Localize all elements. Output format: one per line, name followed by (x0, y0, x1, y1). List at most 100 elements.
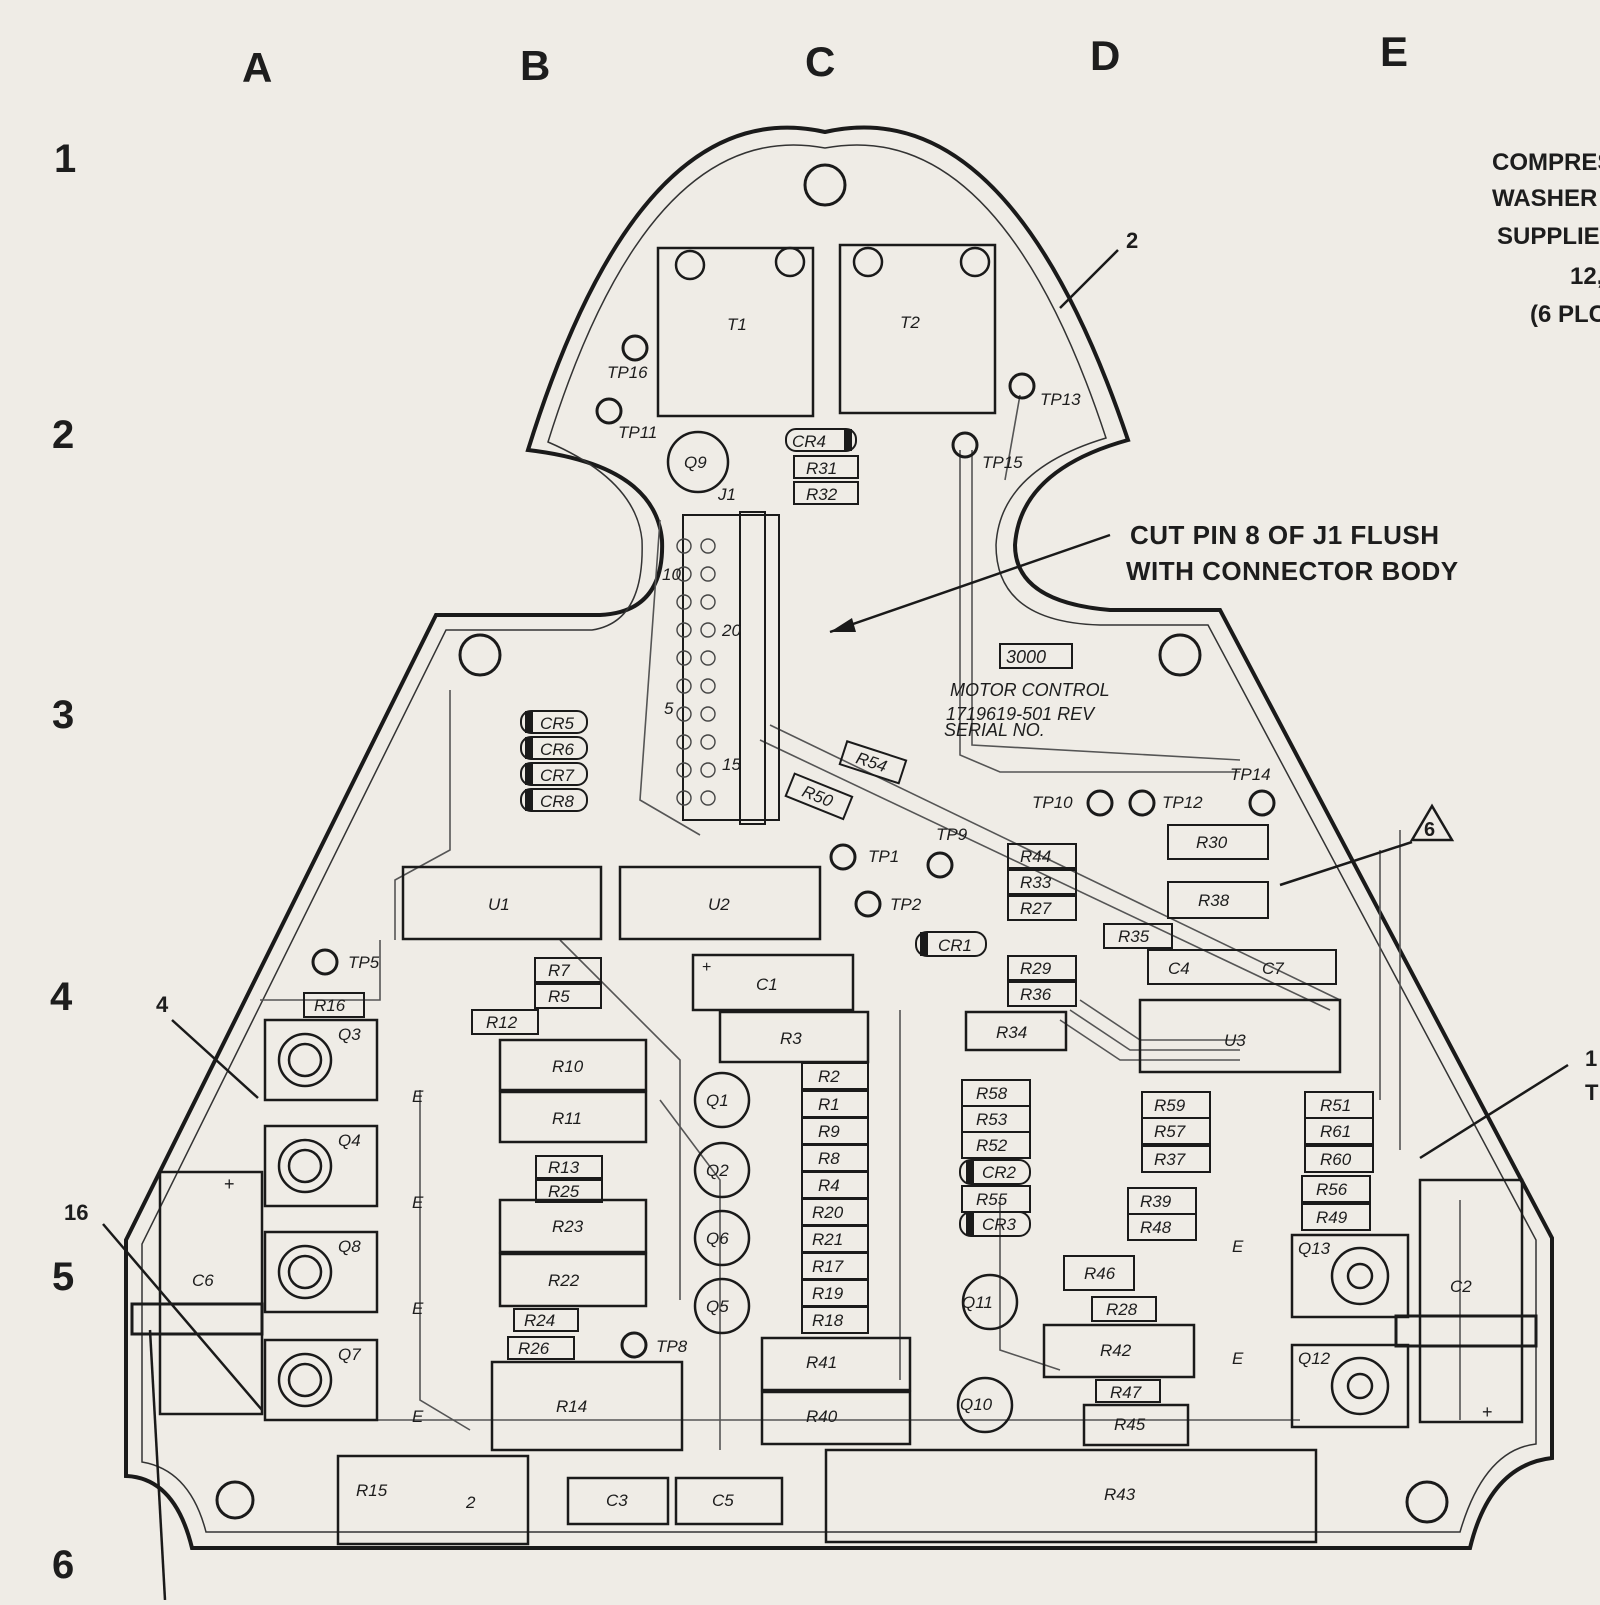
cut-pin-note-line-1: CUT PIN 8 OF J1 FLUSH (1130, 520, 1440, 550)
large-components (158, 953, 1524, 1546)
test-points (311, 334, 1276, 1359)
label-q8: Q8 (338, 1237, 361, 1256)
label-tp16: TP16 (607, 363, 648, 382)
label-r55: R55 (976, 1190, 1008, 1209)
label-r37: R37 (1154, 1150, 1186, 1169)
label-r34: R34 (996, 1023, 1027, 1042)
label-r25: R25 (548, 1182, 580, 1201)
label-c1: C1 (756, 975, 778, 994)
label-r38: R38 (1198, 891, 1230, 910)
label-q2: Q2 (706, 1161, 729, 1180)
label-r14: R14 (556, 1397, 587, 1416)
label-c3: C3 (606, 1491, 628, 1510)
label-tp11: TP11 (618, 423, 657, 442)
label-r32: R32 (806, 485, 838, 504)
cut-pin-arrowhead (830, 618, 856, 632)
label-r39: R39 (1140, 1192, 1172, 1211)
connector-j1 (682, 511, 780, 825)
label-r41: R41 (806, 1353, 837, 1372)
label-cr2: CR2 (982, 1163, 1017, 1182)
label-tp2: TP2 (890, 895, 922, 914)
c1-polarity: + (702, 959, 711, 976)
col-label-b: B (520, 42, 550, 89)
label-r27: R27 (1020, 899, 1052, 918)
label-q11: Q11 (962, 1293, 993, 1312)
flag-6-number: 6 (1424, 819, 1435, 841)
label-r22: R22 (548, 1271, 580, 1290)
flag-6-leader (1279, 840, 1413, 887)
label-r18: R18 (812, 1311, 844, 1330)
capacitor-pair-c4-c7 (1147, 949, 1337, 985)
label-r8: R8 (818, 1149, 840, 1168)
row-label-3: 3 (52, 693, 74, 737)
label-r28: R28 (1106, 1300, 1138, 1319)
label-r60: R60 (1320, 1150, 1352, 1169)
label-r57: R57 (1154, 1122, 1186, 1141)
label-r46: R46 (1084, 1264, 1116, 1283)
label-q4: Q4 (338, 1131, 361, 1150)
label-cr7: CR7 (540, 766, 575, 785)
col-label-c: C (805, 38, 835, 85)
label-r19: R19 (812, 1284, 844, 1303)
label-r48: R48 (1140, 1218, 1172, 1237)
flag-6-triangle (1409, 803, 1455, 842)
label-r4: R4 (818, 1176, 840, 1195)
label-tp8: TP8 (656, 1337, 688, 1356)
side-note-line-4: 12, (1570, 263, 1600, 290)
label-j1-pin20: 20 (721, 621, 741, 640)
label-r20: R20 (812, 1203, 844, 1222)
diode-bands (525, 429, 974, 1236)
transformer-blocks (656, 243, 997, 418)
label-r7: R7 (548, 961, 570, 980)
label-cr8: CR8 (540, 792, 575, 811)
row-label-6: 6 (52, 1543, 74, 1587)
label-r23: R23 (552, 1217, 584, 1236)
label-u2: U2 (708, 895, 730, 914)
side-note-line-3: SUPPLIE (1497, 223, 1600, 250)
label-t2: T2 (900, 313, 920, 332)
label-r51: R51 (1320, 1096, 1351, 1115)
label-j1-pin15: 15 (722, 755, 741, 774)
side-note-line-5: (6 PLC (1530, 301, 1600, 328)
label-r21: R21 (812, 1230, 843, 1249)
label-t1: T1 (727, 315, 747, 334)
label-r13: R13 (548, 1158, 580, 1177)
label-emitter-q8: E (412, 1299, 424, 1318)
callout-1-leader (1419, 1063, 1569, 1160)
label-r10: R10 (552, 1057, 584, 1076)
label-r2: R2 (818, 1067, 840, 1086)
label-cr6: CR6 (540, 740, 575, 759)
resistor-r54: R54 (838, 740, 908, 785)
power-transistors-right (1290, 1233, 1410, 1429)
label-emitter-q13: E (1232, 1237, 1244, 1256)
label-cr5: CR5 (540, 714, 575, 733)
row-label-5: 5 (52, 1255, 74, 1299)
callout-16: 16 (64, 1200, 88, 1225)
label-q13: Q13 (1298, 1239, 1331, 1258)
label-tp10: TP10 (1032, 793, 1073, 812)
label-c6: C6 (192, 1271, 214, 1290)
label-r61: R61 (1320, 1122, 1351, 1141)
label-cr1: CR1 (938, 936, 972, 955)
label-q7: Q7 (338, 1345, 361, 1364)
row-label-2: 2 (52, 413, 74, 457)
label-cr4: CR4 (792, 432, 826, 451)
label-q6: Q6 (706, 1229, 729, 1248)
label-r17: R17 (812, 1257, 844, 1276)
label-r12: R12 (486, 1013, 518, 1032)
callout-4: 4 (156, 992, 169, 1017)
col-label-a: A (242, 44, 272, 91)
side-note-line-2: WASHER (1492, 185, 1597, 212)
label-r52: R52 (976, 1136, 1008, 1155)
c2-polarity: + (1482, 1402, 1493, 1422)
label-tp12: TP12 (1162, 793, 1203, 812)
label-u1: U1 (488, 895, 510, 914)
label-c2: C2 (1450, 1277, 1472, 1296)
board-inner-outline (141, 144, 1537, 1533)
callout-2-leader (1059, 249, 1119, 309)
callout-16-leader (102, 1223, 263, 1411)
row-label-1: 1 (54, 137, 76, 181)
label-r56: R56 (1316, 1180, 1348, 1199)
label-r49: R49 (1316, 1208, 1348, 1227)
